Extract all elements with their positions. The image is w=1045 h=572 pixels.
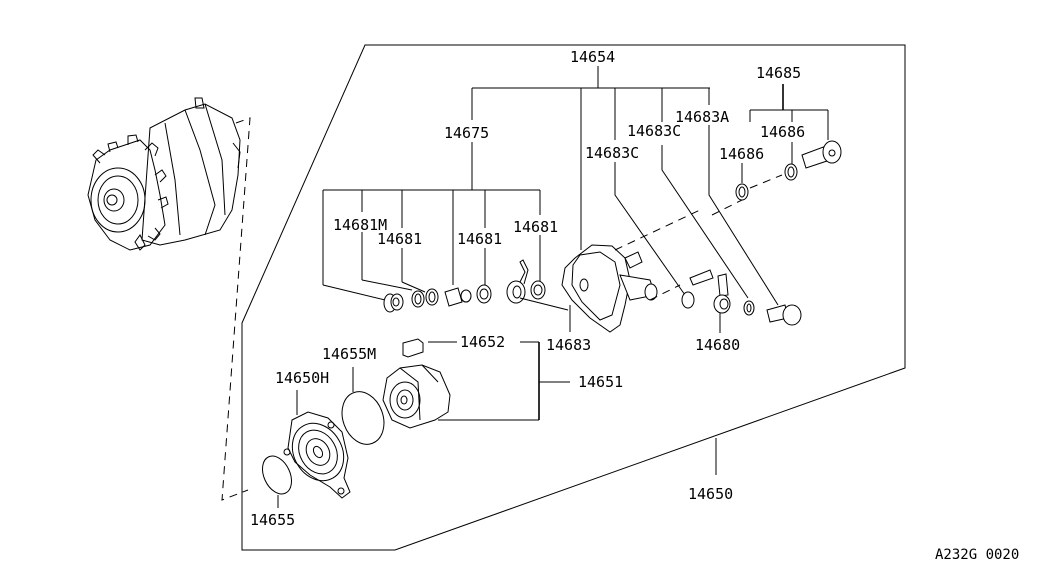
drawing-code: A232G 0020 xyxy=(935,547,1019,563)
label-14655: 14655 xyxy=(250,511,295,529)
alternator-assembly-illustration xyxy=(87,97,241,251)
part-14650H-rear-housing xyxy=(283,390,351,499)
label-14685: 14685 xyxy=(756,64,801,82)
assembly-boundary xyxy=(241,44,906,551)
label-14686-lower: 14686 xyxy=(719,145,764,163)
label-14675: 14675 xyxy=(444,124,489,142)
part-14651-regulator xyxy=(382,364,451,429)
part-14680-terminal xyxy=(681,269,802,333)
part-14655M-gasket xyxy=(341,367,385,445)
label-14686-upper: 14686 xyxy=(760,123,805,141)
label-14651: 14651 xyxy=(578,373,623,391)
part-14681-hardware xyxy=(383,259,546,313)
label-14681-a: 14681 xyxy=(377,230,422,248)
label-14683: 14683 xyxy=(546,336,591,354)
part-14686-washers-and-bolt xyxy=(711,140,842,216)
part-14683-housing xyxy=(519,209,701,333)
leader-tree-14654 xyxy=(322,66,779,306)
label-14681M: 14681M xyxy=(333,216,387,234)
label-14680: 14680 xyxy=(695,336,740,354)
label-14654: 14654 xyxy=(570,48,615,66)
part-14652-brush xyxy=(402,338,424,358)
assembly-guide-dashed-line xyxy=(221,117,251,501)
label-14681-c: 14681 xyxy=(513,218,558,236)
label-14683C-upper: 14683C xyxy=(627,122,681,140)
part-14655-cap xyxy=(261,455,293,508)
leader-tree-14685 xyxy=(741,84,829,183)
label-14655M: 14655M xyxy=(322,345,376,363)
label-14650: 14650 xyxy=(688,485,733,503)
label-14650H: 14650H xyxy=(275,369,329,387)
leader-tree-14651 xyxy=(428,341,570,421)
label-14683C-lower: 14683C xyxy=(585,144,639,162)
label-14683A: 14683A xyxy=(675,108,729,126)
label-14652: 14652 xyxy=(460,333,505,351)
label-14681-b: 14681 xyxy=(457,230,502,248)
